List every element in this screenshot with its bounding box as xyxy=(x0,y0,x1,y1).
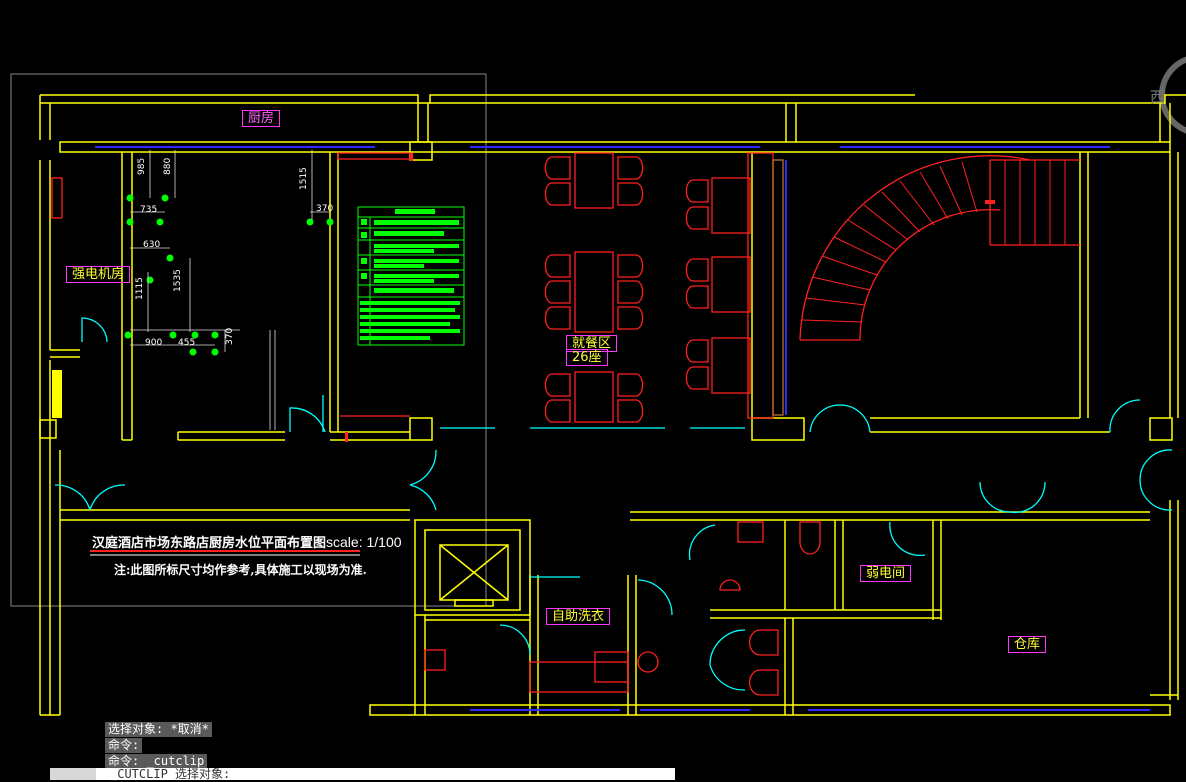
stair-treads xyxy=(801,160,1066,323)
dimension-label: 985 xyxy=(137,157,147,175)
yellow-wedge xyxy=(52,370,62,418)
water-fixtures xyxy=(124,194,334,356)
drawing-title: 汉庭酒店市场东路店厨房水位平面布置图scale: 1/100 xyxy=(92,532,402,551)
label-power-room: 强电机房 xyxy=(66,266,131,283)
compass-label: 西 xyxy=(1150,88,1166,106)
dimension-label: 1115 xyxy=(135,277,145,300)
command-input-bar[interactable]: _CUTCLIP 选择对象: xyxy=(50,767,675,781)
dimension-label: 880 xyxy=(163,157,173,175)
legend-table xyxy=(357,206,465,346)
dimension-lines xyxy=(130,150,330,430)
windows xyxy=(95,146,1150,711)
command-prompt[interactable]: _CUTCLIP 选择对象: xyxy=(110,767,231,781)
misc-red xyxy=(345,153,995,442)
legend-text-bars xyxy=(360,209,460,340)
label-dining-seats: 26座 xyxy=(566,349,608,366)
label-self-laundry: 自助洗衣 xyxy=(546,608,611,625)
dimension-label: 455 xyxy=(178,338,196,348)
dimension-label: 630 xyxy=(143,240,161,250)
command-history-line-3: 命令: _cutclip xyxy=(105,754,208,769)
furniture xyxy=(51,152,1080,696)
drawing-scale: scale: 1/100 xyxy=(326,534,402,550)
compass-circle xyxy=(1159,56,1186,134)
label-warehouse: 仓库 xyxy=(1008,636,1047,653)
command-history-line-2: 命令: xyxy=(105,738,143,753)
drawing-note: 注:此图所标尺寸均作参考,具体施工以现场为准. xyxy=(114,563,367,577)
doors xyxy=(54,317,1173,691)
command-bar-grip[interactable] xyxy=(50,768,96,780)
dimension-label: 370 xyxy=(316,204,334,214)
drawing-title-text: 汉庭酒店市场东路店厨房水位平面布置图 xyxy=(92,536,327,551)
viewport-frame xyxy=(10,73,487,607)
command-history-line-1: 选择对象: *取消* xyxy=(105,722,212,737)
label-weak-power-room: 弱电间 xyxy=(860,565,912,582)
dimension-label: 370 xyxy=(225,327,235,345)
dimension-label: 1535 xyxy=(173,269,183,292)
dimension-label: 1515 xyxy=(299,167,309,190)
label-kitchen: 厨房 xyxy=(242,110,281,127)
dimension-label: 735 xyxy=(140,205,158,215)
label-dining-area: 就餐区 xyxy=(566,335,618,352)
walls xyxy=(39,94,1186,716)
dimension-label: 900 xyxy=(145,338,163,348)
